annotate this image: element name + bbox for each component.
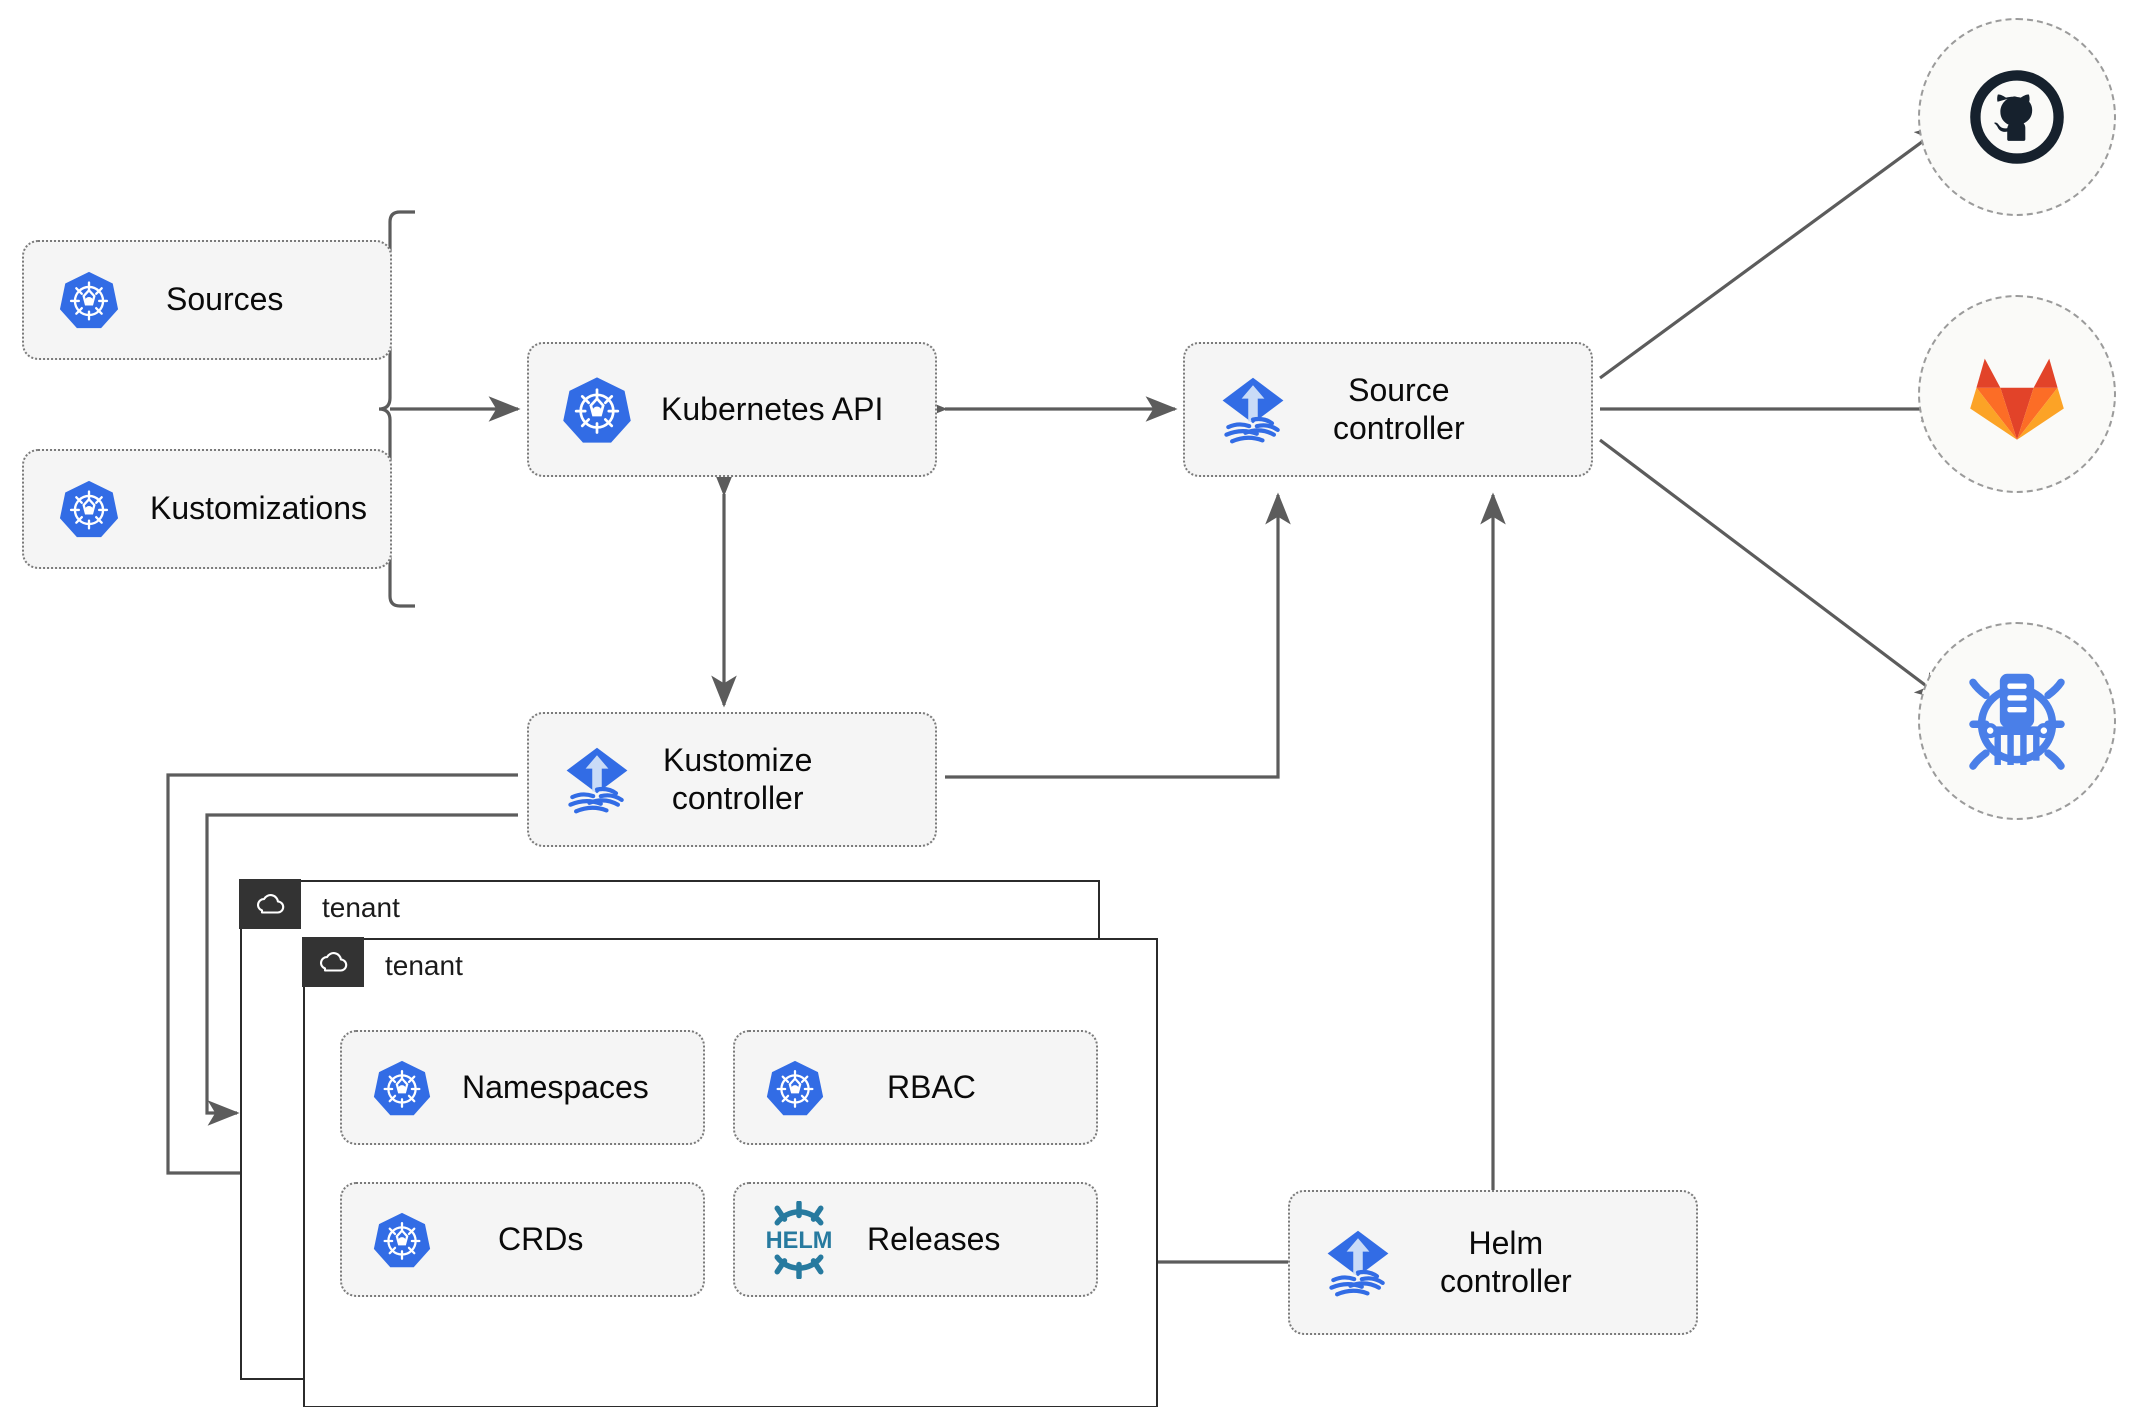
node-rbac[interactable]: RBAC: [733, 1030, 1098, 1145]
helm-repository-icon: [1969, 673, 2065, 770]
node-helm-controller[interactable]: Helm controller: [1288, 1190, 1698, 1335]
node-label-kustomizations: Kustomizations: [150, 490, 367, 527]
gitlab-icon: [1970, 358, 2064, 440]
tenant-tab-back: [239, 879, 302, 930]
flux-icon: [1215, 372, 1291, 448]
node-releases[interactable]: HELM Releases: [733, 1182, 1098, 1297]
node-crds[interactable]: CRDs: [340, 1182, 705, 1297]
node-label-rbac: RBAC: [887, 1068, 976, 1105]
node-sources[interactable]: Sources: [22, 240, 392, 360]
kubernetes-icon: [58, 478, 120, 540]
flux-icon: [559, 742, 635, 818]
wire-source-helmrepo: [1599, 438, 1948, 702]
helm-icon: HELM: [757, 1200, 841, 1279]
tenant-frame-front[interactable]: tenant: [302, 937, 1158, 1407]
provider-github[interactable]: [1918, 18, 2116, 216]
wire-source-github: [1599, 123, 1948, 380]
node-kustomize-controller[interactable]: Kustomize controller: [527, 712, 937, 847]
kubernetes-icon: [58, 269, 120, 331]
node-namespaces[interactable]: Namespaces: [340, 1030, 705, 1145]
node-label-kustomize-controller: Kustomize controller: [663, 741, 813, 816]
node-label-kubernetes-api: Kubernetes API: [661, 390, 884, 427]
node-label-source-controller: Source controller: [1333, 371, 1465, 446]
kubernetes-icon: [372, 1058, 432, 1118]
wire-kustomize-source: [945, 492, 1291, 779]
tenant-tab-front: [302, 937, 365, 988]
kubernetes-icon: [561, 374, 633, 446]
provider-gitlab[interactable]: [1918, 295, 2116, 493]
node-label-sources: Sources: [166, 281, 284, 318]
provider-helm-repository[interactable]: [1918, 622, 2116, 820]
node-label-helm-controller: Helm controller: [1440, 1224, 1572, 1299]
github-icon: [1970, 70, 2064, 164]
node-label-namespaces: Namespaces: [462, 1068, 649, 1105]
node-label-crds: CRDs: [498, 1220, 584, 1257]
kubernetes-icon: [372, 1210, 432, 1270]
cloud-icon: [257, 894, 285, 914]
node-kubernetes-api[interactable]: Kubernetes API: [527, 342, 937, 477]
node-source-controller[interactable]: Source controller: [1183, 342, 1593, 477]
node-label-releases: Releases: [867, 1220, 1001, 1257]
flux-icon: [1320, 1225, 1396, 1301]
kubernetes-icon: [765, 1058, 825, 1118]
tenant-label-front: tenant: [385, 950, 463, 981]
cloud-icon: [320, 952, 348, 972]
svg-text:HELM: HELM: [766, 1227, 833, 1253]
tenant-label-back: tenant: [322, 892, 400, 923]
node-kustomizations[interactable]: Kustomizations: [22, 449, 392, 569]
